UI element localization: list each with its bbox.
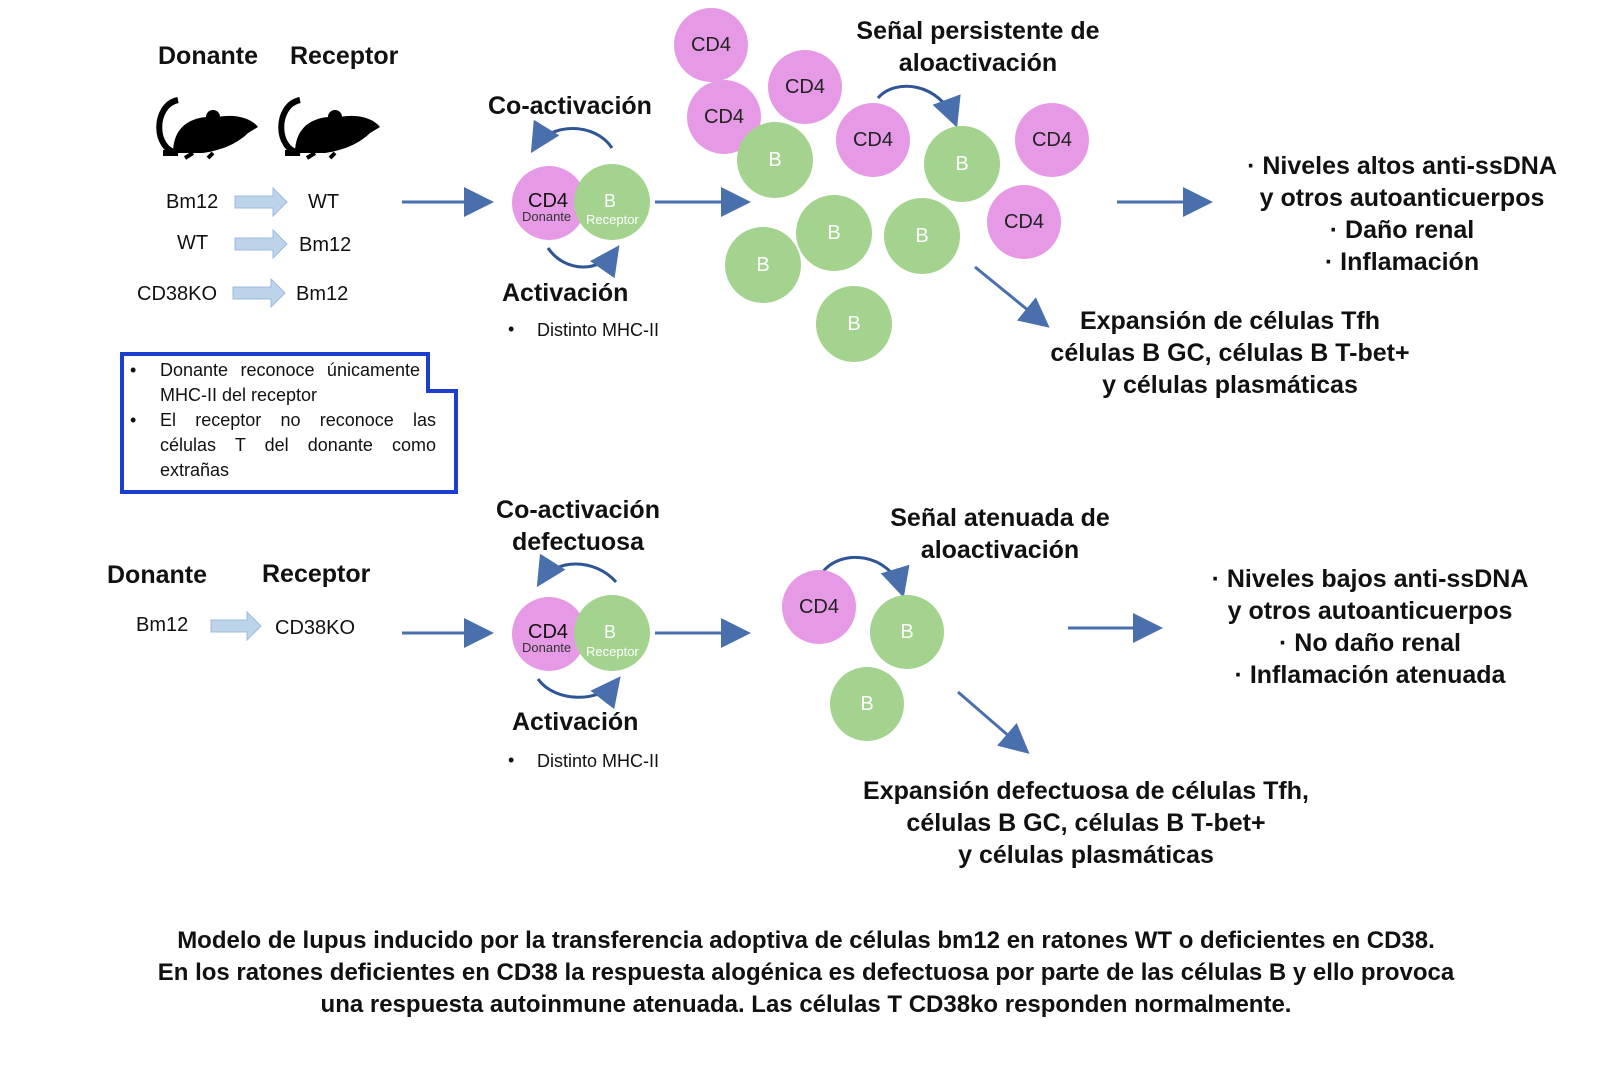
recipient-header: Receptor — [262, 560, 371, 588]
caption-line: En los ratones deficientes en CD38 la re… — [157, 959, 1455, 986]
figure-caption: Modelo de lupus inducido por la transfer… — [0, 925, 1612, 1021]
b-cell: B — [870, 595, 944, 669]
transfer-arrow-icon — [232, 277, 286, 309]
cd4-cell: CD4 — [782, 570, 856, 644]
curved-arrow-icon — [536, 676, 621, 710]
note-item: Donante reconoce únicamente MHC-II del r… — [124, 358, 420, 408]
outcome-line: · Daño renal — [1329, 216, 1475, 244]
signal-line: Señal atenuada de — [890, 504, 1110, 532]
outcome-line: · No daño renal — [1279, 629, 1461, 657]
expansion-line: células B GC, células B T-bet+ — [906, 809, 1266, 837]
outcome-line: · Niveles altos anti-ssDNA — [1247, 152, 1557, 180]
coactivation-line: Co-activación — [496, 496, 660, 524]
bullet-dot: • — [508, 750, 515, 770]
pair-donor-label: Donante — [522, 209, 572, 224]
expansion-line: Expansión de células Tfh — [1079, 307, 1381, 335]
expansion-line: Expansión defectuosa de células Tfh, — [863, 777, 1309, 805]
outcome-line: y otros autoanticuerpos — [1259, 184, 1545, 212]
note-box: Donante reconoce únicamente MHC-II del r… — [124, 356, 456, 494]
pair-recipient-label: Receptor — [586, 212, 639, 227]
b-cell: B — [830, 667, 904, 741]
recipient-header: Receptor — [290, 42, 399, 70]
donor-header: Donante — [158, 42, 258, 70]
transfer-arrow-icon — [234, 186, 288, 218]
pair-cd4-label: CD4 — [528, 621, 569, 643]
b-cell: B — [796, 195, 872, 271]
cd4-donor-cell — [512, 166, 586, 240]
outcome-line: · Inflamación atenuada — [1234, 661, 1506, 689]
b-cell: B — [737, 122, 813, 198]
b-recipient-cell — [574, 595, 650, 671]
coactivation-label: Co-activación — [488, 92, 652, 120]
coactivation-defective-label: Co-activación defectuosa — [478, 494, 678, 558]
curved-arrow-icon — [876, 84, 961, 128]
signal-line: aloactivación — [920, 536, 1080, 564]
curved-arrow-icon — [820, 555, 910, 598]
expansion-line: y células plasmáticas — [1102, 371, 1358, 399]
transfer-recipient: WT — [308, 191, 340, 213]
outcome-line: y otros autoanticuerpos — [1227, 597, 1513, 625]
bullet-dot: • — [508, 319, 515, 339]
cd4-cell: CD4 — [987, 185, 1061, 259]
pair-b-label: B — [604, 622, 617, 642]
expansion-line: células B GC, células B T-bet+ — [1050, 339, 1410, 367]
b-cell: B — [816, 286, 892, 362]
transfer-donor: Bm12 — [166, 191, 219, 213]
cd4-cell: CD4 — [836, 103, 910, 177]
mouse-icon — [156, 97, 258, 160]
curved-arrow-icon — [536, 553, 618, 588]
b-cell: B — [884, 198, 960, 274]
transfer-donor: Bm12 — [136, 614, 189, 636]
donor-header: Donante — [107, 561, 207, 589]
pair-donor-label: Donante — [522, 640, 572, 655]
transfer-recipient: Bm12 — [296, 283, 349, 305]
b-cell: B — [725, 227, 801, 303]
pair-cd4-label: CD4 — [528, 190, 569, 212]
expansion-line: y células plasmáticas — [958, 841, 1214, 869]
note-item: El receptor no reconoce las células T de… — [124, 408, 436, 483]
curved-arrow-icon — [530, 119, 614, 154]
cd4-cell: CD4 — [674, 8, 748, 82]
b-recipient-cell — [574, 164, 650, 240]
transfer-arrow-icon — [210, 610, 262, 642]
note-box-border — [120, 352, 458, 494]
activation-label: Activación — [502, 279, 629, 307]
activation-label: Activación — [512, 708, 639, 736]
transfer-recipient: Bm12 — [299, 234, 352, 256]
transfer-donor: CD38KO — [137, 283, 218, 305]
signal-title: Señal atenuada de aloactivación — [860, 502, 1140, 566]
mhc-bullet: Distinto MHC-II — [537, 320, 660, 340]
transfer-arrow-icon — [234, 228, 288, 260]
outcome-bottom: · Niveles bajos anti-ssDNA y otros autoa… — [1180, 563, 1560, 691]
b-cell: B — [924, 126, 1000, 202]
mouse-icon — [278, 97, 380, 160]
outcome-line: · Inflamación — [1324, 248, 1480, 276]
caption-line: Modelo de lupus inducido por la transfer… — [177, 927, 1435, 954]
transfer-donor: WT — [177, 232, 209, 254]
expansion-bottom: Expansión defectuosa de células Tfh, cél… — [836, 775, 1336, 871]
cd4-cell: CD4 — [1015, 103, 1089, 177]
expansion-top: Expansión de células Tfh células B GC, c… — [1010, 305, 1450, 401]
caption-line: una respuesta autoinmune atenuada. Las c… — [320, 991, 1292, 1018]
curved-arrow-icon — [546, 245, 620, 279]
pair-b-label: B — [604, 191, 617, 211]
coactivation-line: defectuosa — [512, 528, 644, 556]
outcome-top: · Niveles altos anti-ssDNA y otros autoa… — [1212, 150, 1592, 278]
cd4-donor-cell — [512, 597, 586, 671]
cd4-cell: CD4 — [768, 50, 842, 124]
pair-recipient-label: Receptor — [586, 644, 639, 659]
transfer-recipient: CD38KO — [275, 617, 356, 639]
signal-title: Señal persistente de aloactivación — [856, 17, 1100, 77]
mhc-bullet: Distinto MHC-II — [537, 751, 660, 771]
outcome-line: · Niveles bajos anti-ssDNA — [1211, 565, 1529, 593]
